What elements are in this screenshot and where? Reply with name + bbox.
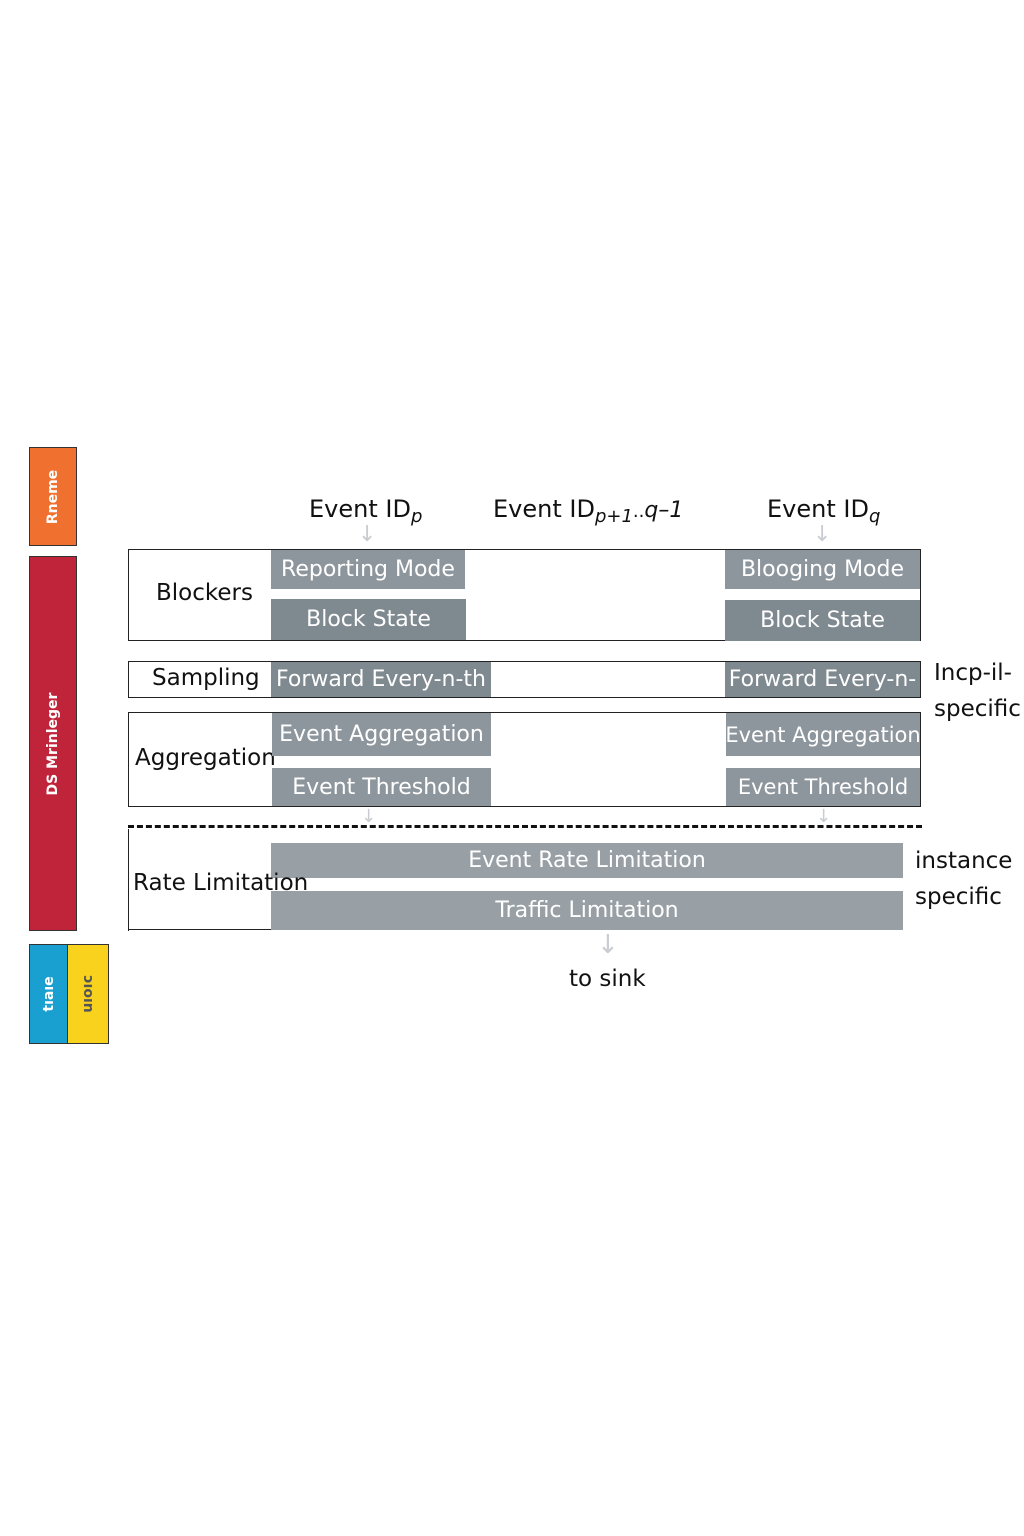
block-state-module-left: Block State — [271, 599, 466, 640]
forward-every-nth-module-left: Forward Every-n-th — [271, 662, 491, 697]
rate-limitation-label: Rate Limitation — [133, 870, 309, 896]
event-aggregation-module-left: Event Aggregation — [272, 713, 491, 756]
block-state-module-right: Block State — [725, 600, 920, 641]
note-upper: Incp-il- specific — [934, 655, 1021, 727]
note-lower-line-2: specific — [915, 884, 1002, 910]
note-upper-line-2: specific — [934, 696, 1021, 722]
event-label-middle: Event IDp+1..q–1 — [493, 495, 684, 527]
event-threshold-module-right: Event Threshold — [726, 768, 920, 806]
sink-label: to sink — [569, 966, 646, 992]
aggregation-label: Aggregation — [135, 745, 276, 771]
event-rate-limitation-module: Event Rate Limitation — [271, 843, 903, 878]
sidebar-bar-top: Rneme — [29, 447, 77, 546]
sidebar-bar-bottom-left: tıaıe — [29, 944, 68, 1044]
note-upper-line-1: Incp-il- — [934, 660, 1012, 686]
rate-limitation-frame-left — [128, 829, 129, 931]
reporting-mode-module: Reporting Mode — [271, 550, 465, 589]
sidebar-bottom-left-label: tıaıe — [40, 976, 57, 1012]
arrow-down-icon-left-mid: ↓ — [361, 806, 377, 827]
sidebar-top-label: Rneme — [45, 469, 61, 524]
sidebar-bar-bottom-right: ɔıoın — [67, 944, 109, 1044]
instance-separator-line — [128, 825, 922, 828]
traffic-limitation-module: Traffic Limitation — [271, 891, 903, 930]
arrow-down-icon-right-mid: ↓ — [816, 806, 832, 827]
note-lower-line-1: instance — [915, 848, 1013, 874]
arrow-down-icon-sink: ↓ — [597, 930, 619, 960]
sidebar-middle-label: DS Mrinleger — [45, 692, 61, 795]
event-label-right: Event IDq — [767, 495, 881, 527]
blooging-mode-module: Blooging Mode — [725, 550, 920, 589]
event-threshold-module-left: Event Threshold — [272, 768, 491, 806]
event-aggregation-module-right: Event Aggregation — [726, 713, 920, 756]
blockers-label: Blockers — [156, 580, 253, 606]
sidebar-bar-middle: DS Mrinleger — [29, 556, 77, 931]
note-lower: instance specific — [915, 843, 1012, 915]
arrow-down-icon-right-top: ↓ — [813, 522, 832, 547]
arrow-down-icon-left-top: ↓ — [358, 522, 377, 547]
sidebar-bottom-right-label: ɔıoın — [80, 975, 96, 1013]
event-label-left: Event IDp — [309, 495, 423, 527]
sampling-label: Sampling — [152, 665, 260, 691]
forward-every-n-module-right: Forward Every-n- — [725, 662, 920, 697]
